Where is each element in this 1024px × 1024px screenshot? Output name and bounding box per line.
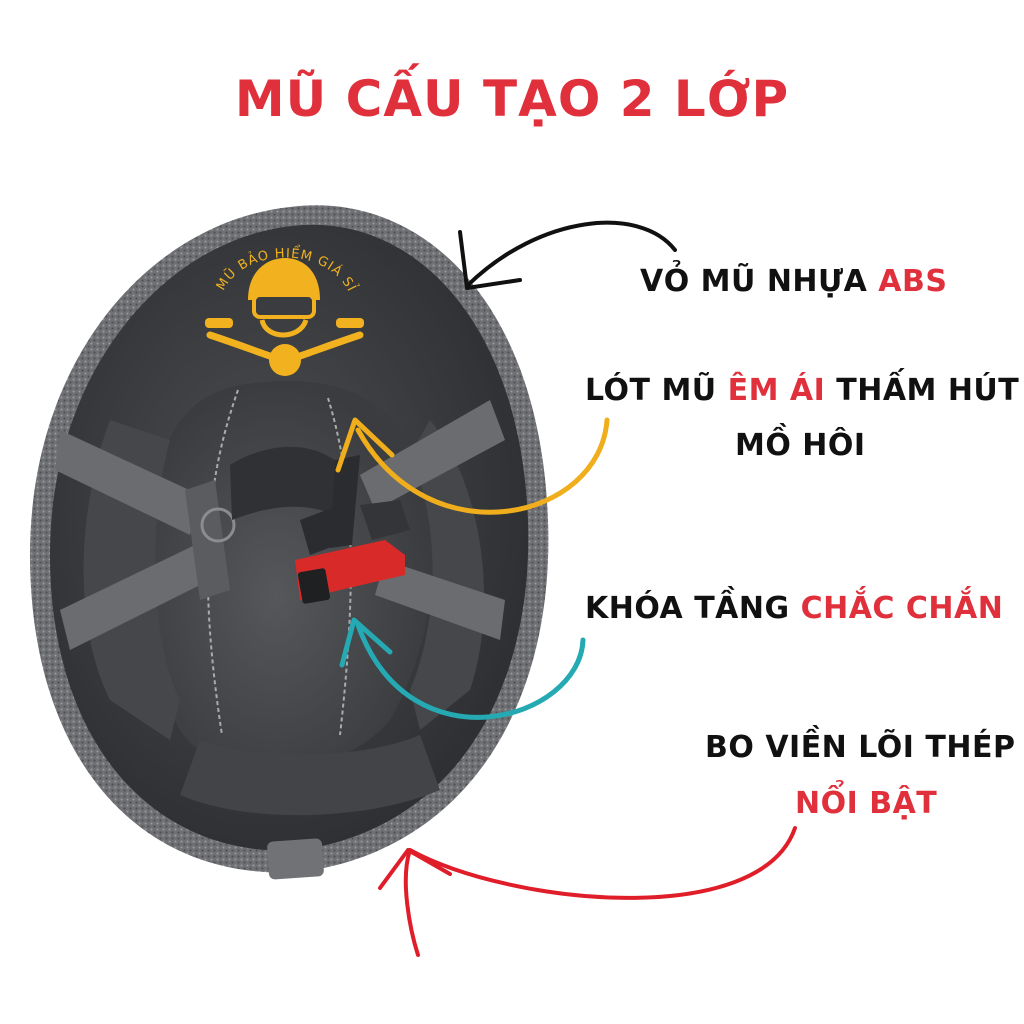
callout-rim-highlight: NỔI BẬT — [795, 786, 938, 821]
strap — [60, 545, 210, 650]
callout-lining-highlight: ÊM ÁI — [727, 373, 826, 408]
page-title: MŨ CẤU TẠO 2 LỚP — [234, 70, 790, 128]
callout-lining-text-after: THẤM HÚT — [825, 373, 1020, 408]
callout-lining-text: LÓT MŨ — [585, 373, 728, 408]
logo-icon — [205, 258, 364, 376]
helmet-padding — [147, 380, 433, 771]
callout-shell: VỎ MŨ NHỰA ABS — [640, 264, 947, 299]
buckle — [295, 500, 410, 604]
strap — [55, 430, 200, 535]
strap — [375, 560, 505, 640]
callout-lining-line2: MỒ HÔI — [735, 428, 866, 463]
callout-rim: BO VIỀN LÕI THÉP — [705, 730, 1016, 765]
strap — [360, 400, 505, 510]
arrow-icon — [335, 220, 797, 957]
callout-lining: LÓT MŨ ÊM ÁI THẤM HÚT — [585, 373, 1019, 408]
callout-buckle-highlight: CHẮC CHẮN — [800, 591, 1004, 626]
callout-shell-text: VỎ MŨ NHỰA — [640, 264, 879, 299]
callout-buckle: KHÓA TẦNG CHẮC CHẮN — [585, 591, 1003, 626]
callout-shell-highlight: ABS — [878, 264, 948, 299]
callout-buckle-text: KHÓA TẦNG — [585, 591, 801, 626]
